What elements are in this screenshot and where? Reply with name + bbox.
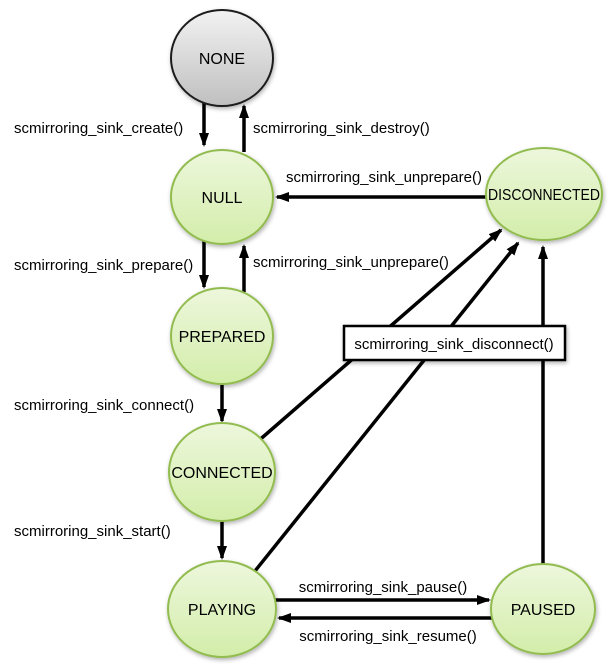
transition-label-resume: scmirroring_sink_resume() <box>299 628 477 645</box>
disconnect-action-box: scmirroring_sink_disconnect() <box>342 324 567 362</box>
state-paused-label: PAUSED <box>511 602 576 619</box>
state-prepared-shape <box>170 287 274 385</box>
transition-labels: scmirroring_sink_create() scmirroring_si… <box>14 120 482 645</box>
transition-label-connect: scmirroring_sink_connect() <box>14 397 194 414</box>
transition-label-pause: scmirroring_sink_pause() <box>299 579 467 596</box>
state-playing: PLAYING <box>167 560 277 658</box>
transition-label-start: scmirroring_sink_start() <box>14 523 171 540</box>
state-playing-label: PLAYING <box>188 602 256 619</box>
state-disconnected-label: DISCONNECTED <box>488 187 600 204</box>
state-disconnected-shape <box>485 147 603 241</box>
transition-label-prepare: scmirroring_sink_prepare() <box>14 257 193 274</box>
disconnect-box-shape <box>342 324 567 362</box>
state-playing-shape <box>167 560 277 658</box>
state-prepared: PREPARED <box>170 287 274 385</box>
state-paused: PAUSED <box>490 563 596 655</box>
state-null-label: NULL <box>202 190 243 207</box>
edges <box>199 98 548 623</box>
state-connected: CONNECTED <box>168 422 276 522</box>
transition-label-destroy: scmirroring_sink_destroy() <box>253 120 430 137</box>
state-none-shape <box>170 9 274 107</box>
state-none-label: NONE <box>199 51 245 68</box>
state-prepared-label: PREPARED <box>179 329 266 346</box>
transition-label-disconnect: scmirroring_sink_disconnect() <box>354 336 553 353</box>
transition-label-create: scmirroring_sink_create() <box>14 120 183 137</box>
transition-label-unprepare-prepared: scmirroring_sink_unprepare() <box>253 254 449 271</box>
state-disconnected: DISCONNECTED <box>485 147 603 241</box>
state-paused-shape <box>490 563 596 655</box>
state-connected-shape <box>168 422 276 522</box>
edge-playing-to-disconnected <box>249 241 520 578</box>
state-null-shape <box>170 149 274 245</box>
state-none: NONE <box>170 9 274 107</box>
state-null: NULL <box>170 149 274 245</box>
transition-label-unprepare-disconnected: scmirroring_sink_unprepare() <box>286 169 482 186</box>
state-connected-label: CONNECTED <box>171 465 272 482</box>
